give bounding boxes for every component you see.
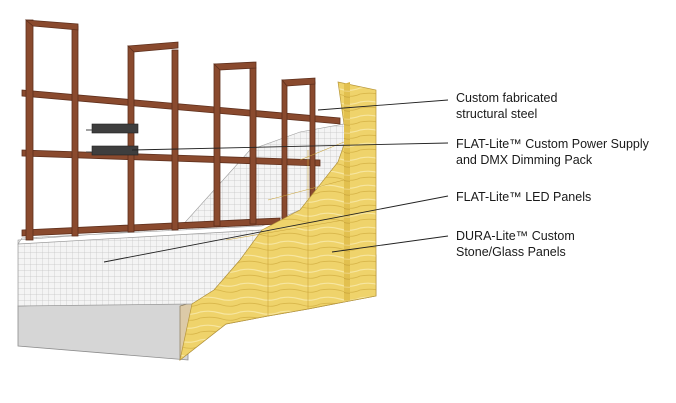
callout-power-supply-line2: and DMX Dimming Pack: [456, 153, 593, 167]
leader-power-supply: [131, 142, 449, 151]
callout-power-supply: FLAT-Lite™ Custom Power Supply and DMX D…: [456, 136, 649, 168]
callout-stone-glass-line1: DURA-Lite™ Custom: [456, 229, 575, 243]
callout-leaders: [103, 99, 449, 263]
leader-structural-steel: [317, 99, 449, 111]
callout-stone-glass-line2: Stone/Glass Panels: [456, 245, 566, 259]
callout-structural-steel: Custom fabricated structural steel: [456, 90, 557, 122]
callout-structural-steel-line1: Custom fabricated: [456, 91, 558, 105]
structural-steel-frame: [21, 19, 341, 241]
leader-stone-glass: [331, 235, 449, 253]
callout-structural-steel-line2: structural steel: [456, 107, 538, 121]
stone-glass-panel-field: [179, 81, 377, 361]
callout-stone-glass: DURA-Lite™ Custom Stone/Glass Panels: [456, 228, 575, 260]
callout-power-supply-line1: FLAT-Lite™ Custom Power Supply: [456, 137, 649, 151]
callout-led-panels-line1: FLAT-Lite™ LED Panels: [456, 190, 592, 204]
callout-led-panels: FLAT-Lite™ LED Panels: [456, 189, 591, 205]
leader-led-panels: [103, 195, 449, 263]
power-supply-units: [86, 123, 139, 156]
